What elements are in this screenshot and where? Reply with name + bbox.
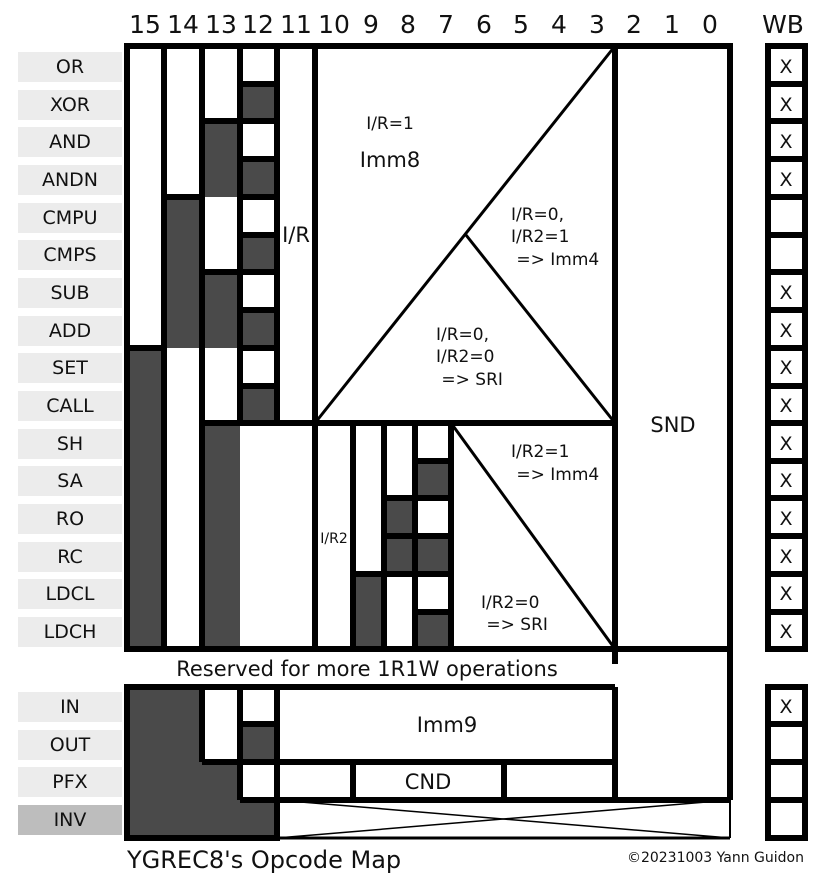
wb-mark: X (779, 320, 792, 342)
bit-number: 15 (129, 10, 161, 39)
wb-mark: X (779, 131, 792, 153)
imm8-label: Imm8 (360, 148, 420, 172)
wb-mark: X (779, 508, 792, 530)
wb-mark: X (779, 56, 792, 78)
opcode-label: CMPS (43, 244, 96, 266)
wb-mark: X (779, 696, 792, 718)
ir0-ir2-1-label: => Imm4 (511, 250, 599, 270)
opcode-label: LDCL (45, 583, 94, 605)
wb-mark: X (779, 395, 792, 417)
wb-column: X X X X X X X X X X X X X X X (765, 43, 808, 841)
opcode-label: SH (57, 433, 83, 455)
wb-mark: X (779, 357, 792, 379)
opcode-label: XOR (50, 94, 90, 116)
diagram-title: YGREC8's Opcode Map (126, 846, 401, 874)
copyright-credit: ©20231003 Yann Guidon (627, 850, 804, 866)
wb-mark: X (779, 169, 792, 191)
bit-number: 6 (476, 10, 492, 39)
opcode-label: OR (56, 56, 84, 78)
imm9-label: Imm9 (417, 713, 477, 737)
bit-header: 15 14 13 12 11 10 9 8 7 6 5 4 3 2 1 0 WB (129, 10, 804, 39)
wb-header: WB (762, 10, 804, 39)
reserved-label: Reserved for more 1R1W operations (176, 657, 558, 681)
wb-mark: X (779, 470, 792, 492)
bit-number: 13 (205, 10, 237, 39)
cnd-label: CND (405, 770, 452, 794)
ir0-ir2-0-label: I/R=0, (436, 325, 489, 345)
bit-number: 10 (318, 10, 350, 39)
opcode-label: AND (49, 131, 91, 153)
opcode-labels: OR XOR AND ANDN CMPU CMPS SUB ADD SET CA… (18, 52, 122, 835)
opcode-label: INV (54, 809, 87, 831)
ir2-field-label: I/R2 (320, 531, 347, 547)
opcode-label: LDCH (44, 621, 97, 643)
ir2-1-label: => Imm4 (511, 465, 599, 485)
wb-mark: X (779, 583, 792, 605)
bit-number: 12 (242, 10, 274, 39)
snd-label: SND (650, 413, 695, 437)
ir-field-label: I/R (282, 223, 310, 247)
bit-number: 7 (438, 10, 454, 39)
inv-row-lines (276, 799, 731, 840)
field-labels: I/R I/R=1 Imm8 I/R=0, I/R2=1 => Imm4 I/R… (176, 114, 695, 794)
opcode-label: IN (60, 696, 80, 718)
opcode-label: RO (56, 508, 84, 530)
wb-mark: X (779, 546, 792, 568)
opcode-label: CALL (46, 395, 94, 417)
wb-mark: X (779, 94, 792, 116)
opcode-label: RC (57, 546, 83, 568)
ir0-ir2-0-label: => SRI (436, 370, 503, 390)
bit-number: 2 (626, 10, 642, 39)
bit-number: 14 (167, 10, 199, 39)
ir0-ir2-1-label: I/R2=1 (511, 227, 569, 247)
wb-mark: X (779, 433, 792, 455)
bit-number: 1 (664, 10, 680, 39)
ir2-0-label: I/R2=0 (481, 593, 539, 613)
opcode-label: ADD (49, 320, 91, 342)
opcode-label: CMPU (42, 207, 97, 229)
ir0-ir2-0-label: I/R2=0 (436, 347, 494, 367)
bit-number: 8 (400, 10, 416, 39)
bit-number: 0 (702, 10, 718, 39)
ir0-ir2-1-label: I/R=0, (511, 205, 564, 225)
bit-number: 11 (280, 10, 312, 39)
bit-number: 5 (513, 10, 529, 39)
opcode-label: ANDN (42, 169, 98, 191)
ir-eq-1-label: I/R=1 (366, 114, 414, 134)
triangle-lines (313, 45, 617, 650)
ir2-0-label: => SRI (481, 615, 548, 635)
bit-number: 9 (363, 10, 379, 39)
wb-mark: X (779, 282, 792, 304)
wb-mark: X (779, 621, 792, 643)
bit-field-grid (124, 43, 733, 841)
opcode-label: SUB (50, 282, 89, 304)
bit-number: 3 (589, 10, 605, 39)
opcode-label: OUT (50, 734, 91, 756)
opcode-label: PFX (52, 771, 87, 793)
ir2-1-label: I/R2=1 (511, 442, 569, 462)
opcode-label: SET (52, 357, 88, 379)
bit-number: 4 (551, 10, 567, 39)
opcode-label: SA (57, 470, 82, 492)
